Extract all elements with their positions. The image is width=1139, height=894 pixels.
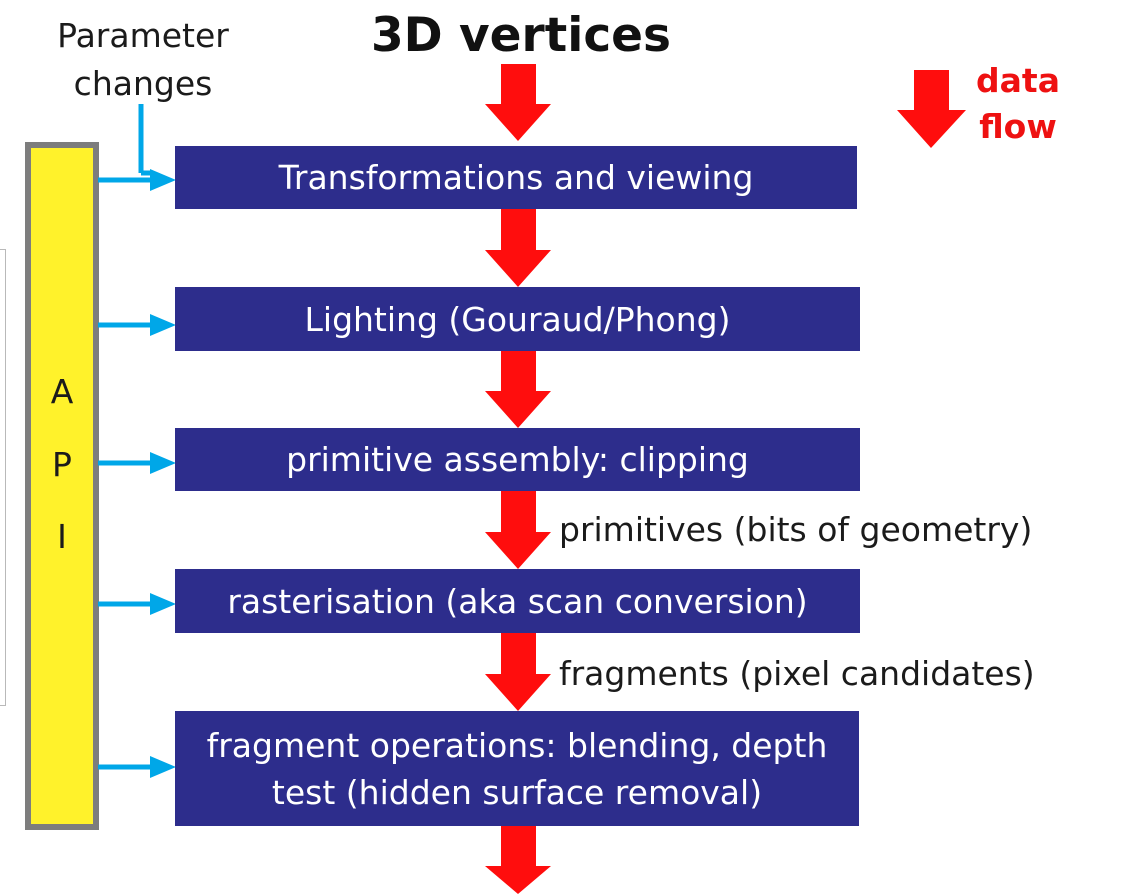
connector-arrowhead-1 [150,169,176,191]
flow-arrow-input [485,64,551,141]
flow-label-primitives: primitives (bits of geometry) [559,510,1033,549]
flow-arrow-output [485,826,551,894]
stage-lighting: Lighting (Gouraud/Phong) [175,287,860,351]
stage-primitive-assembly: primitive assembly: clipping [175,428,860,491]
connector-arrowhead-4 [150,593,176,615]
api-letter-a: A [50,372,74,411]
connector-arrowhead-2 [150,314,176,336]
parameter-label-line-1: Parameter [57,16,229,55]
left-frame-edge [0,249,6,706]
connector-arrowhead-5 [150,756,176,778]
legend-label-line-1: data [976,61,1060,100]
flow-arrow-2 [485,351,551,428]
api-letter-p: P [52,445,72,484]
legend-label-line-2: flow [979,107,1057,146]
stage-rasterisation: rasterisation (aka scan conversion) [175,569,860,633]
flow-label-fragments: fragments (pixel candidates) [559,654,1035,693]
api-letter-i: I [57,517,67,556]
api-bar [25,142,99,830]
parameter-changes-label: Parameter changes [30,12,256,108]
pipeline-title: 3D vertices [370,8,672,63]
flow-arrow-1 [485,209,551,287]
connector-arrowhead-3 [150,452,176,474]
data-flow-legend-arrow [897,70,966,148]
data-flow-legend-label: data flow [972,58,1064,150]
flow-arrow-3 [485,491,551,569]
parameter-label-line-2: changes [73,64,213,103]
stage-fragment-operations: fragment operations: blending, depth tes… [175,711,859,826]
flow-arrow-4 [485,633,551,711]
stage-transformations: Transformations and viewing [175,146,857,209]
